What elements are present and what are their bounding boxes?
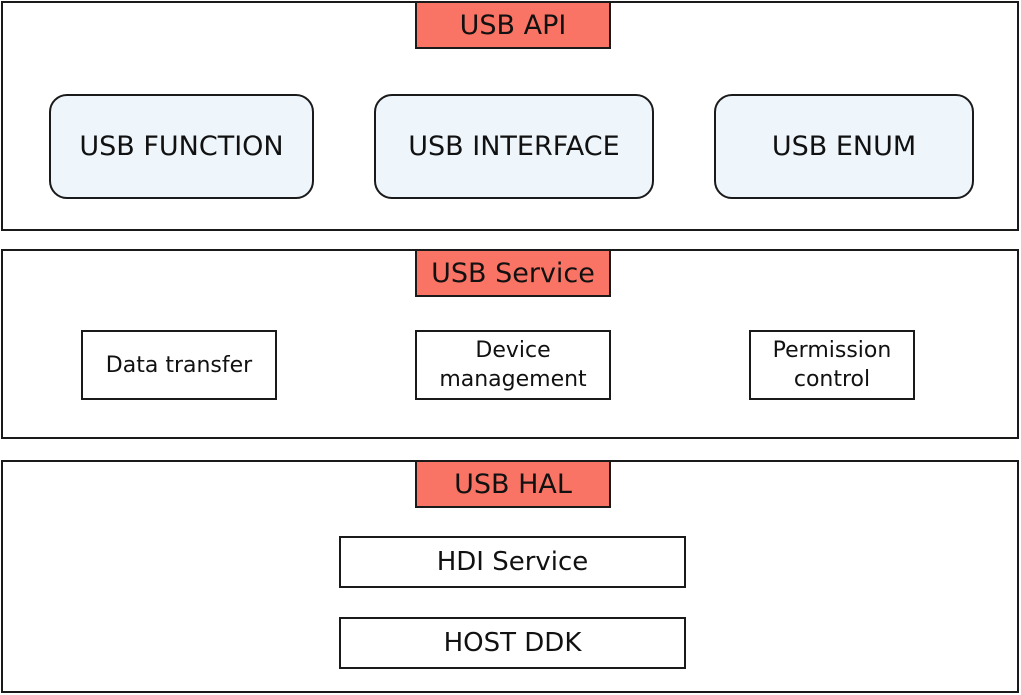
usb-enum-box: USB ENUM xyxy=(714,94,974,199)
host-ddk-box: HOST DDK xyxy=(339,617,686,669)
usb-interface-box: USB INTERFACE xyxy=(374,94,654,199)
usb-api-title: USB API xyxy=(415,1,611,49)
hdi-service-box: HDI Service xyxy=(339,536,686,588)
permission-control-box: Permission control xyxy=(749,330,915,400)
data-transfer-box: Data transfer xyxy=(81,330,277,400)
usb-function-box: USB FUNCTION xyxy=(49,94,314,199)
device-management-box: Device management xyxy=(415,330,611,400)
usb-service-title: USB Service xyxy=(415,249,611,297)
usb-hal-title: USB HAL xyxy=(415,460,611,508)
